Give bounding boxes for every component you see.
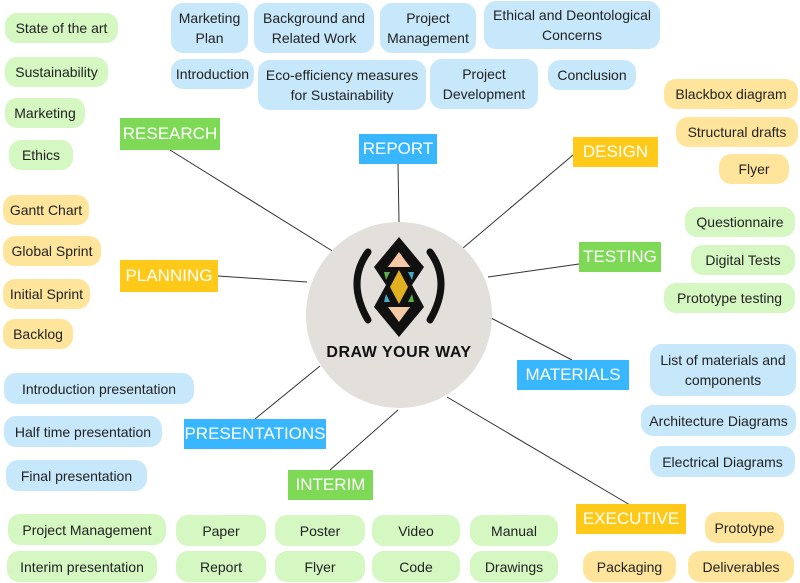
line-design (462, 154, 574, 249)
line-interim (329, 409, 399, 471)
node-planning[interactable]: Initial Sprint (3, 279, 90, 309)
line-executive (446, 396, 631, 506)
node-interim[interactable]: Video (372, 515, 460, 546)
node-presentations[interactable]: Introduction presentation (4, 373, 194, 404)
node-design[interactable]: Structural drafts (676, 117, 798, 147)
node-planning[interactable]: Backlog (3, 319, 73, 349)
node-report[interactable]: Conclusion (548, 60, 636, 90)
node-interim[interactable]: Drawings (470, 551, 558, 582)
node-executive[interactable]: Deliverables (688, 551, 794, 582)
node-report[interactable]: Ethical and Deontological Concerns (484, 1, 660, 49)
node-executive[interactable]: Packaging (583, 551, 676, 582)
node-interim[interactable]: Code (372, 551, 460, 582)
node-research[interactable]: Sustainability (5, 57, 108, 87)
node-interim[interactable]: Manual (470, 515, 558, 546)
category-executive[interactable]: EXECUTIVE (576, 504, 686, 534)
category-testing[interactable]: TESTING (579, 242, 661, 272)
node-design[interactable]: Blackbox diagram (664, 79, 798, 109)
category-report[interactable]: REPORT (359, 134, 437, 164)
category-interim[interactable]: INTERIM (288, 470, 373, 500)
node-interim[interactable]: Interim presentation (7, 551, 157, 582)
node-research[interactable]: State of the art (5, 13, 118, 43)
node-planning[interactable]: Gantt Chart (3, 195, 89, 225)
line-presentations (254, 365, 321, 420)
node-testing[interactable]: Prototype testing (664, 283, 795, 313)
node-report[interactable]: Introduction (171, 59, 254, 89)
node-interim[interactable]: Report (176, 551, 266, 582)
node-materials[interactable]: Architecture Diagrams (641, 405, 796, 436)
node-interim[interactable]: Paper (176, 515, 266, 546)
node-presentations[interactable]: Final presentation (6, 460, 147, 491)
line-testing (487, 263, 580, 278)
line-planning (217, 275, 308, 283)
logo-title: DRAW YOUR WAY (326, 344, 472, 361)
node-interim[interactable]: Poster (275, 515, 365, 546)
line-report (397, 163, 400, 223)
node-design[interactable]: Flyer (719, 154, 789, 184)
node-executive[interactable]: Prototype (705, 512, 784, 543)
category-presentations[interactable]: PRESENTATIONS (184, 419, 326, 449)
node-testing[interactable]: Questionnaire (685, 207, 795, 237)
node-report[interactable]: Project Development (430, 59, 538, 109)
category-research[interactable]: RESEARCH (120, 118, 220, 150)
node-materials[interactable]: List of materials and components (650, 344, 796, 396)
center-logo: DRAW YOUR WAY (306, 222, 492, 408)
node-research[interactable]: Marketing (5, 98, 85, 128)
category-planning[interactable]: PLANNING (120, 260, 218, 292)
node-planning[interactable]: Global Sprint (3, 236, 101, 266)
category-materials[interactable]: MATERIALS (517, 360, 629, 390)
node-testing[interactable]: Digital Tests (691, 245, 795, 275)
line-materials (490, 317, 573, 361)
node-interim[interactable]: Project Management (8, 514, 166, 545)
node-presentations[interactable]: Half time presentation (4, 416, 162, 447)
node-research[interactable]: Ethics (9, 140, 73, 170)
logo-icon (353, 237, 445, 337)
node-interim[interactable]: Flyer (275, 551, 365, 582)
category-design[interactable]: DESIGN (573, 137, 658, 167)
node-report[interactable]: Marketing Plan (171, 3, 248, 53)
node-materials[interactable]: Electrical Diagrams (650, 446, 795, 477)
node-report[interactable]: Eco-efficiency measures for Sustainabili… (258, 60, 426, 110)
node-report[interactable]: Project Management (380, 3, 476, 53)
node-report[interactable]: Background and Related Work (254, 3, 374, 53)
line-research (169, 149, 335, 253)
